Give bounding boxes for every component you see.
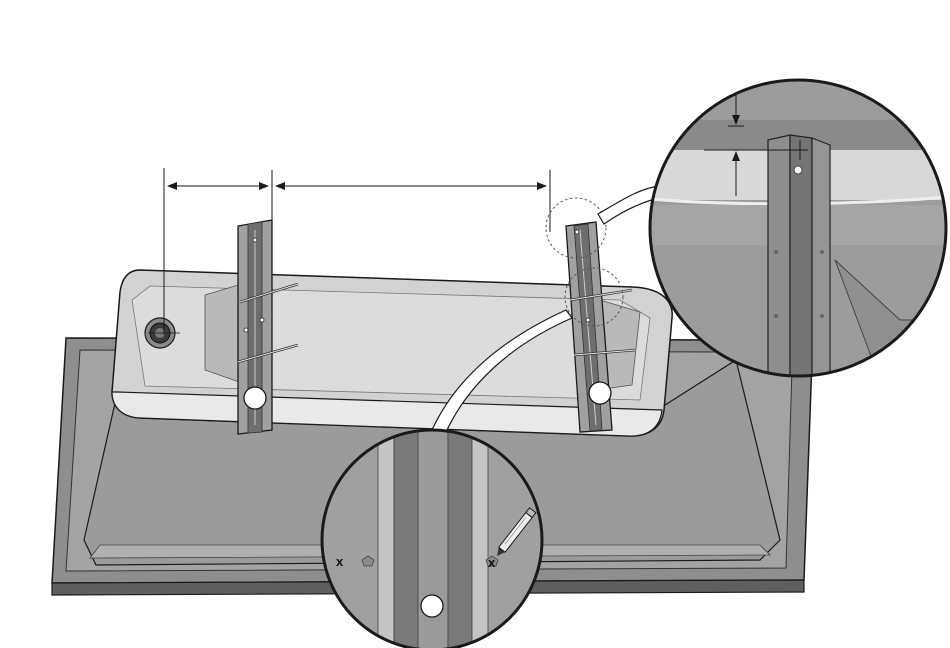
mark-x-right: x [488, 555, 496, 570]
detail-top-right [640, 80, 950, 380]
leg-marker-right [589, 382, 611, 404]
mark-x-left: x [336, 554, 344, 569]
leg-marker-left [244, 387, 266, 409]
